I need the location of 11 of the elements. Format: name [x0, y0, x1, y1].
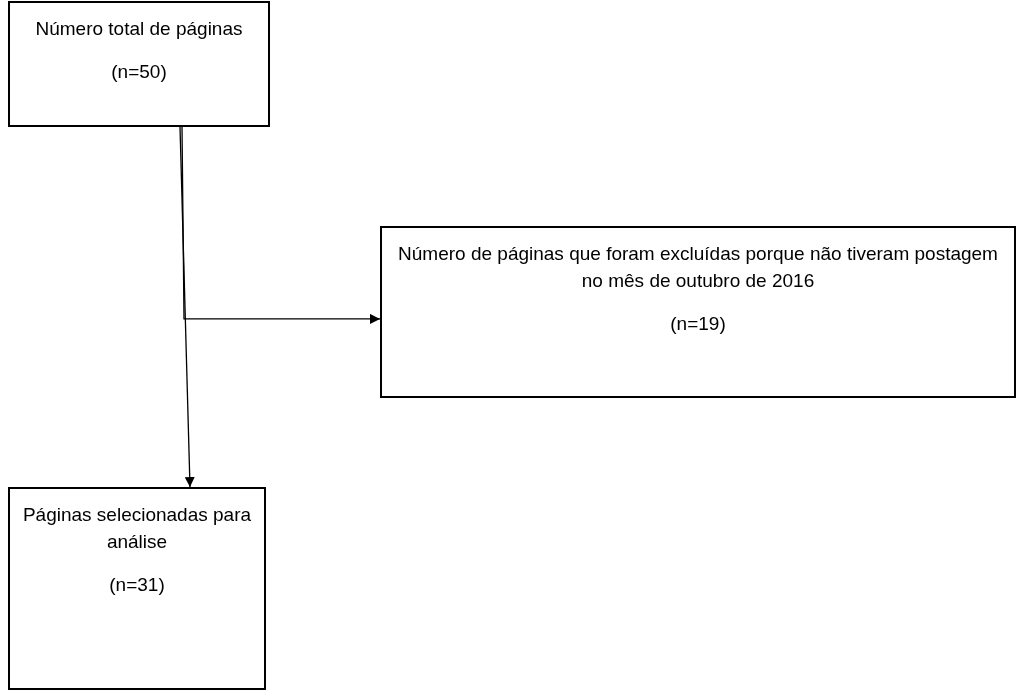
- box-text: Páginas selecionadas para análise: [21, 503, 253, 554]
- arrow: [181, 126, 381, 324]
- box-text: (n=50): [111, 60, 167, 84]
- box-text: (n=31): [109, 573, 165, 597]
- process-box: [8, 1, 270, 127]
- process-box: [380, 226, 1016, 398]
- arrow: [179, 126, 195, 488]
- box-text: Número total de páginas: [35, 17, 243, 41]
- process-box: [8, 487, 266, 690]
- box-text: (n=19): [670, 312, 726, 336]
- box-text: Número de páginas que foram excluídas porque não tiveram postagem no mês de outubro de 2016: [397, 242, 999, 293]
